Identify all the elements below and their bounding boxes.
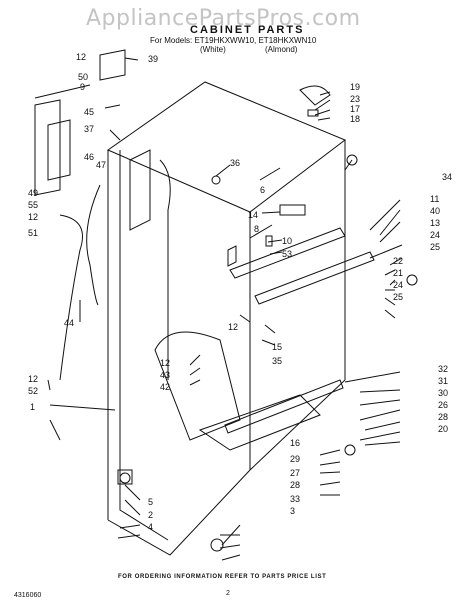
callout-49: 49 — [28, 188, 38, 198]
callout-28: 28 — [438, 412, 448, 422]
callout-53: 53 — [282, 249, 292, 259]
callout-40: 40 — [430, 206, 440, 216]
callout-14: 14 — [248, 210, 258, 220]
callout-39: 39 — [148, 54, 158, 64]
callout-17: 17 — [350, 104, 360, 114]
callout-19: 19 — [350, 82, 360, 92]
callout-8: 8 — [254, 224, 259, 234]
callout-34: 34 — [442, 172, 452, 182]
callout-42: 42 — [160, 382, 170, 392]
bracket-right — [406, 274, 418, 286]
control-panel-insert — [47, 119, 71, 181]
cabinet-bottom-rear — [249, 379, 346, 471]
callout-47: 47 — [96, 160, 106, 170]
upper-rail — [229, 227, 346, 279]
cabinet-inner-flange — [119, 150, 169, 541]
support-bracket — [227, 245, 237, 267]
callout-11: 11 — [430, 194, 439, 204]
callout-29: 29 — [290, 454, 300, 464]
callout-18: 18 — [350, 114, 360, 124]
handle-bar — [279, 204, 306, 216]
cabinet-bottom — [107, 469, 251, 556]
page-number: 2 — [226, 590, 230, 597]
callout-52: 52 — [28, 386, 38, 396]
power-cord — [86, 184, 101, 306]
callout-24-bottom: 24 — [393, 280, 403, 290]
leveling-leg — [117, 469, 133, 485]
variant-almond: (Almond) — [265, 45, 298, 54]
callout-32: 32 — [438, 364, 448, 374]
bottom-compartment — [198, 394, 321, 451]
callout-3: 3 — [290, 506, 295, 516]
watermark: AppliancePartsPros.com — [86, 6, 361, 31]
callout-46: 46 — [84, 152, 94, 162]
doc-number: 4316060 — [14, 592, 42, 599]
callout-22: 22 — [393, 256, 403, 266]
hinge-bracket-top — [299, 85, 331, 106]
callout-23: 23 — [350, 94, 360, 104]
variant-white: (White) — [200, 45, 226, 54]
middle-rail — [254, 251, 375, 305]
callout-16: 16 — [290, 438, 300, 448]
callout-25-bottom: 25 — [393, 292, 403, 302]
callout-24-top: 24 — [430, 230, 440, 240]
callout-37: 37 — [84, 124, 94, 134]
drain-tube — [59, 214, 83, 381]
callout-2: 2 — [148, 510, 153, 520]
roller-wheel — [210, 538, 224, 552]
callout-12-left: 12 — [28, 212, 38, 222]
callout-33: 33 — [290, 494, 300, 504]
lower-rail — [224, 379, 344, 434]
callout-35: 35 — [272, 356, 282, 366]
callout-10: 10 — [282, 236, 292, 246]
hinge-pin-part — [307, 109, 319, 117]
callout-12-top: 12 — [76, 52, 86, 62]
callout-12-middle: 12 — [228, 322, 238, 332]
callout-31: 31 — [438, 376, 448, 386]
callout-26: 26 — [438, 400, 448, 410]
callout-55: 55 — [28, 200, 38, 210]
callout-12-lower: 12 — [160, 358, 170, 368]
callout-43: 43 — [160, 370, 170, 380]
freezer-opening — [129, 149, 151, 231]
callout-20: 20 — [438, 424, 448, 434]
callout-4: 4 — [148, 522, 153, 532]
callout-27: 27 — [290, 468, 300, 478]
clip-10 — [265, 235, 273, 247]
screw-36 — [211, 175, 221, 185]
bracket-lower-right — [344, 444, 356, 456]
callout-12-bottom: 12 — [28, 374, 38, 384]
cabinet-side-panel — [159, 159, 171, 380]
callout-28-lower: 28 — [290, 480, 300, 490]
leader-lines — [34, 57, 403, 561]
callout-15: 15 — [272, 342, 282, 352]
caster-left — [119, 472, 131, 484]
callout-5: 5 — [148, 497, 153, 507]
evaporator-cover — [154, 331, 241, 441]
callout-6: 6 — [260, 185, 265, 195]
callout-25-top: 25 — [430, 242, 440, 252]
callout-36: 36 — [230, 158, 240, 168]
callout-50: 50 — [78, 72, 88, 82]
callout-1: 1 — [30, 402, 35, 412]
cabinet-top — [106, 81, 346, 213]
models-line: For Models: ET19HKXWW10, ET18HKXWN10 — [150, 36, 317, 45]
callout-51: 51 — [28, 228, 38, 238]
control-panel-frame — [34, 99, 61, 196]
ordering-note: FOR ORDERING INFORMATION REFER TO PARTS … — [118, 574, 327, 580]
callout-21: 21 — [393, 268, 403, 278]
callout-30: 30 — [438, 388, 448, 398]
callout-44: 44 — [64, 318, 74, 328]
grommet-34 — [346, 154, 358, 166]
callout-45: 45 — [84, 107, 94, 117]
cover-plate — [99, 49, 126, 81]
callout-9: 9 — [80, 82, 85, 92]
diagram-title: CABINET PARTS — [190, 24, 305, 36]
callout-13: 13 — [430, 218, 440, 228]
